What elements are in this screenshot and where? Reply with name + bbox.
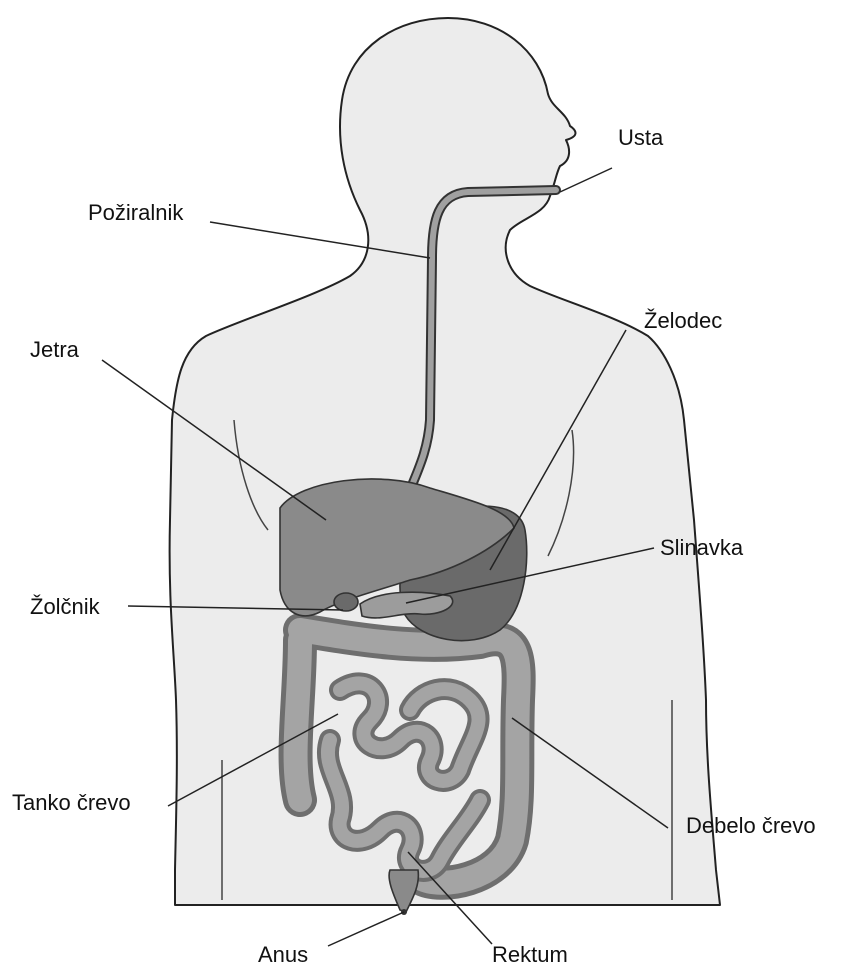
leader-anus [328,912,404,946]
label-anus: Anus [258,942,308,967]
label-rectum: Rektum [492,942,568,967]
gallbladder-shape [334,593,358,611]
label-pancreas: Slinavka [660,535,744,560]
label-gallbladder: Žolčnik [30,594,101,619]
label-stomach: Želodec [644,308,722,333]
label-small-intestine: Tanko črevo [12,790,131,815]
label-large-intestine: Debelo črevo [686,813,816,838]
label-esophagus: Požiralnik [88,200,184,225]
label-liver: Jetra [30,337,80,362]
label-mouth: Usta [618,125,664,150]
leader-mouth [560,168,612,192]
